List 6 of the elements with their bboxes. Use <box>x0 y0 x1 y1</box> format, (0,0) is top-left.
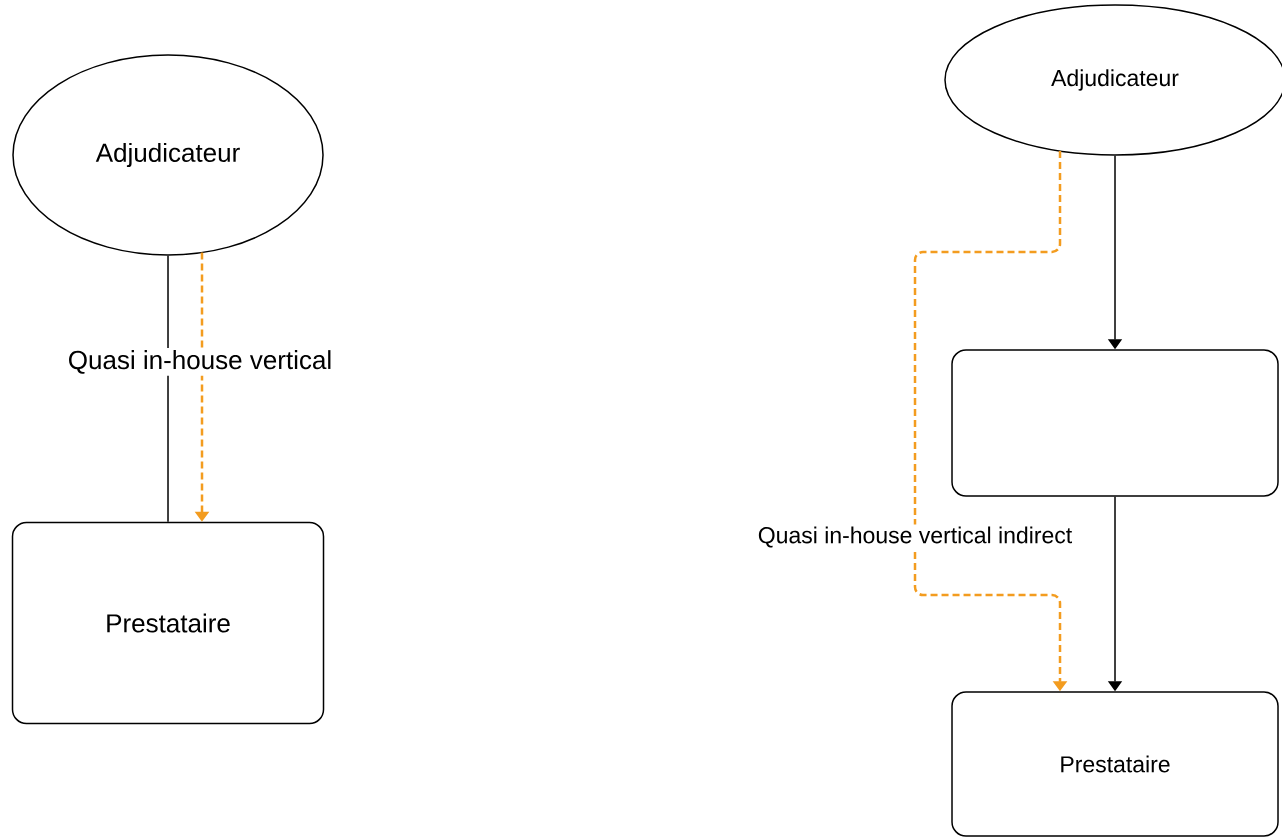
edge-label: Quasi in-house vertical indirect <box>755 524 1075 550</box>
edge-label: Quasi in-house vertical <box>65 348 335 376</box>
process-box: Prestataire <box>11 521 325 725</box>
process-box: Prestataire <box>951 691 1279 837</box>
ellipse-node: Adjudicateur <box>12 54 324 256</box>
box-shape <box>951 349 1279 497</box>
